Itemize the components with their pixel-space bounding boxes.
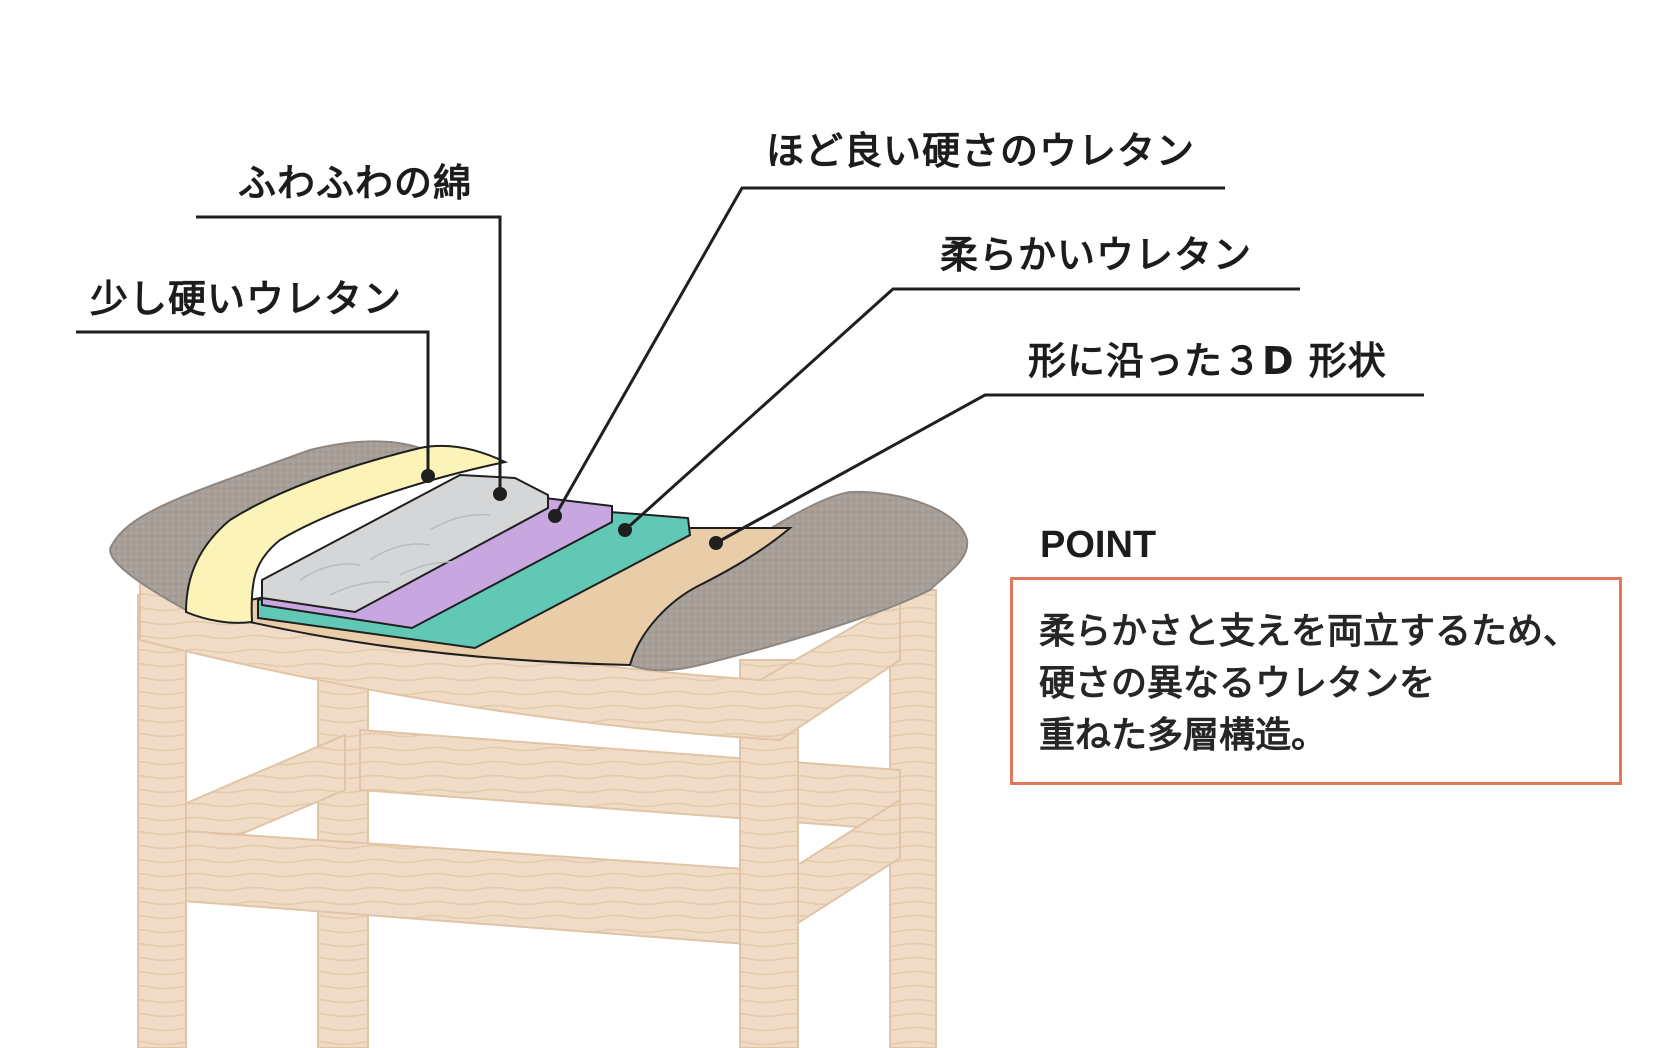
- leader-moderate: [553, 186, 1225, 517]
- label-fluffy-cotton: ふわふわの綿: [238, 161, 473, 205]
- point-box: 柔らかさと支えを両立するため、 硬さの異なるウレタンを 重ねた多層構造。: [1010, 577, 1622, 785]
- point-line: 柔らかさと支えを両立するため、: [1039, 611, 1580, 652]
- back-stretcher: [359, 728, 901, 832]
- point-title: POINT: [1040, 524, 1157, 566]
- label-soft-urethane: 柔らかいウレタン: [940, 233, 1253, 277]
- front-stretcher: [169, 828, 761, 947]
- leader-shell: [715, 393, 1424, 545]
- leader-hard: [76, 330, 430, 476]
- point-line: 重ねた多層構造。: [1039, 715, 1328, 756]
- leader-dots: [421, 469, 723, 550]
- point-line: 硬さの異なるウレタンを: [1039, 663, 1436, 704]
- leader-cotton: [196, 215, 502, 494]
- point-description: 柔らかさと支えを両立するため、 硬さの異なるウレタンを 重ねた多層構造。: [1039, 606, 1609, 762]
- leader-lines: [76, 186, 1424, 545]
- moderate-urethane-layer: [261, 473, 549, 614]
- urethane-texture: [299, 513, 491, 596]
- front-left-leg: [137, 594, 187, 1048]
- label-moderate-urethane: ほど良い硬さのウレタン: [766, 129, 1196, 173]
- label-3d-shape: 形に沿った３D 形状: [1028, 339, 1387, 383]
- label-slightly-hard-urethane: 少し硬いウレタン: [90, 277, 403, 321]
- cotton-layer: [184, 445, 509, 624]
- leader-soft: [623, 287, 1300, 532]
